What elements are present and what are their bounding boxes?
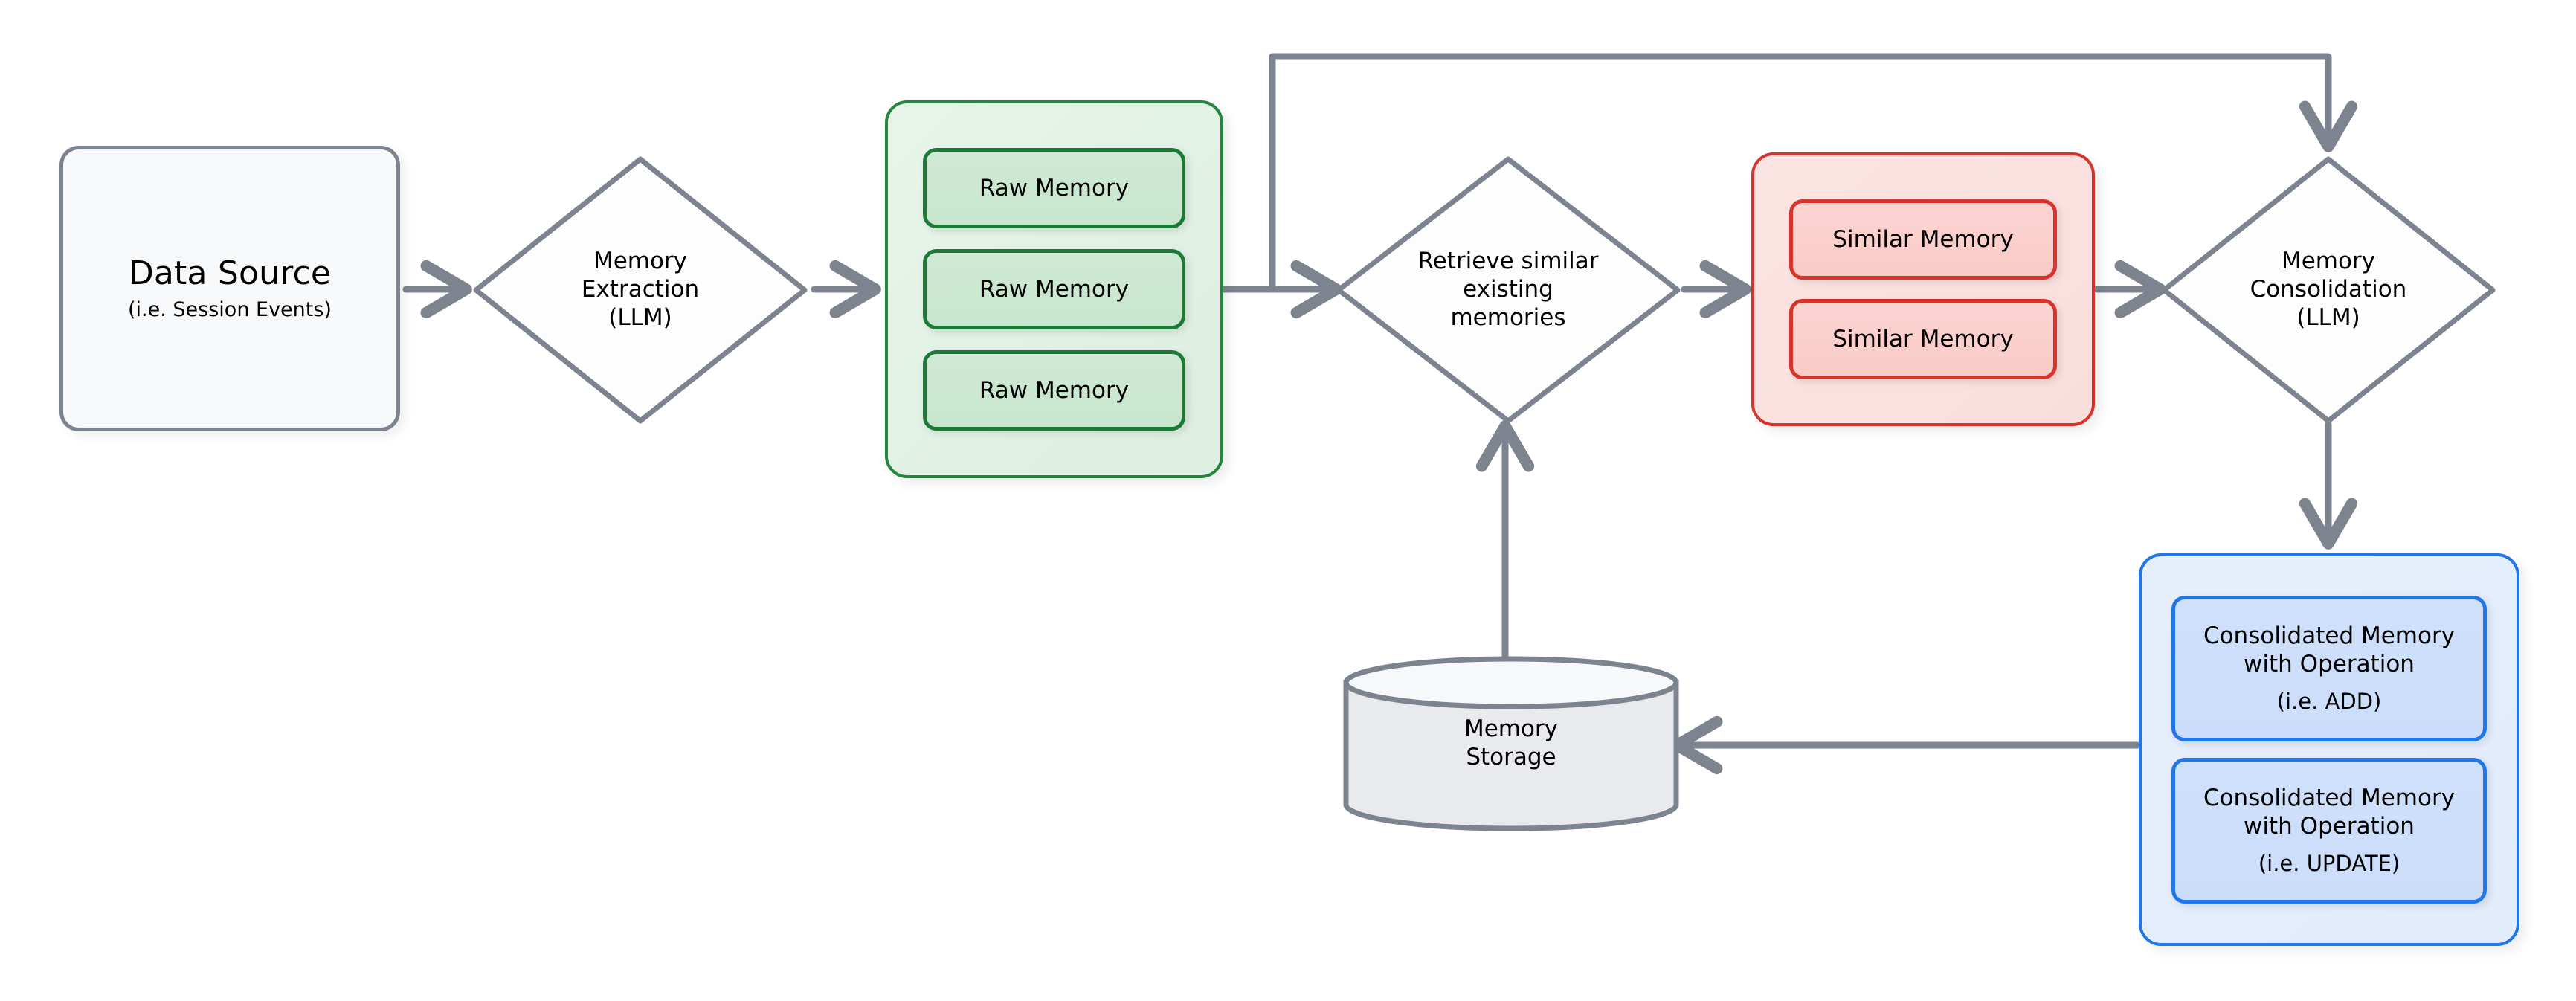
chip-similar-memory[interactable]: Similar Memory (1789, 299, 2057, 379)
chip-consolidated-add-line-2: with Operation (2244, 650, 2415, 677)
chip-consolidated-memory-update[interactable]: Consolidated Memory with Operation (i.e.… (2171, 758, 2487, 904)
group-similar-memory[interactable]: Similar Memory Similar Memory (1751, 152, 2095, 426)
chip-raw-memory-label: Raw Memory (979, 276, 1130, 303)
chip-similar-memory-label: Similar Memory (1832, 226, 2014, 253)
group-consolidated-memory[interactable]: Consolidated Memory with Operation (i.e.… (2139, 553, 2519, 946)
chip-consolidated-add-line-1: Consolidated Memory (2203, 622, 2456, 650)
chip-raw-memory[interactable]: Raw Memory (923, 148, 1185, 228)
chip-consolidated-update-line-3: (i.e. UPDATE) (2258, 850, 2400, 876)
node-memory-storage[interactable]: Memory Storage (1339, 654, 1684, 833)
node-data-source[interactable]: Data Source (i.e. Session Events) (59, 146, 400, 431)
chip-similar-memory-label: Similar Memory (1832, 326, 2014, 353)
data-source-subtitle: (i.e. Session Events) (128, 297, 332, 321)
node-memory-extraction[interactable]: Memory Extraction (LLM) (468, 152, 812, 428)
chip-consolidated-memory-add[interactable]: Consolidated Memory with Operation (i.e.… (2171, 596, 2487, 741)
node-memory-consolidation[interactable]: Memory Consolidation (LLM) (2157, 152, 2500, 428)
chip-raw-memory[interactable]: Raw Memory (923, 249, 1185, 329)
group-raw-memory[interactable]: Raw Memory Raw Memory Raw Memory (885, 100, 1223, 478)
node-retrieve-similar-existing-memories[interactable]: Retrieve similar existing memories (1331, 152, 1685, 428)
chip-raw-memory-label: Raw Memory (979, 377, 1130, 404)
edge-raw-memory-to-memory-consolidation (1269, 53, 2358, 293)
chip-similar-memory[interactable]: Similar Memory (1789, 199, 2057, 280)
chip-raw-memory[interactable]: Raw Memory (923, 350, 1185, 431)
data-source-title: Data Source (128, 254, 332, 292)
chip-consolidated-update-line-2: with Operation (2244, 812, 2415, 840)
chip-raw-memory-label: Raw Memory (979, 175, 1130, 202)
chip-consolidated-add-line-3: (i.e. ADD) (2276, 688, 2382, 714)
chip-consolidated-update-line-1: Consolidated Memory (2203, 785, 2456, 812)
